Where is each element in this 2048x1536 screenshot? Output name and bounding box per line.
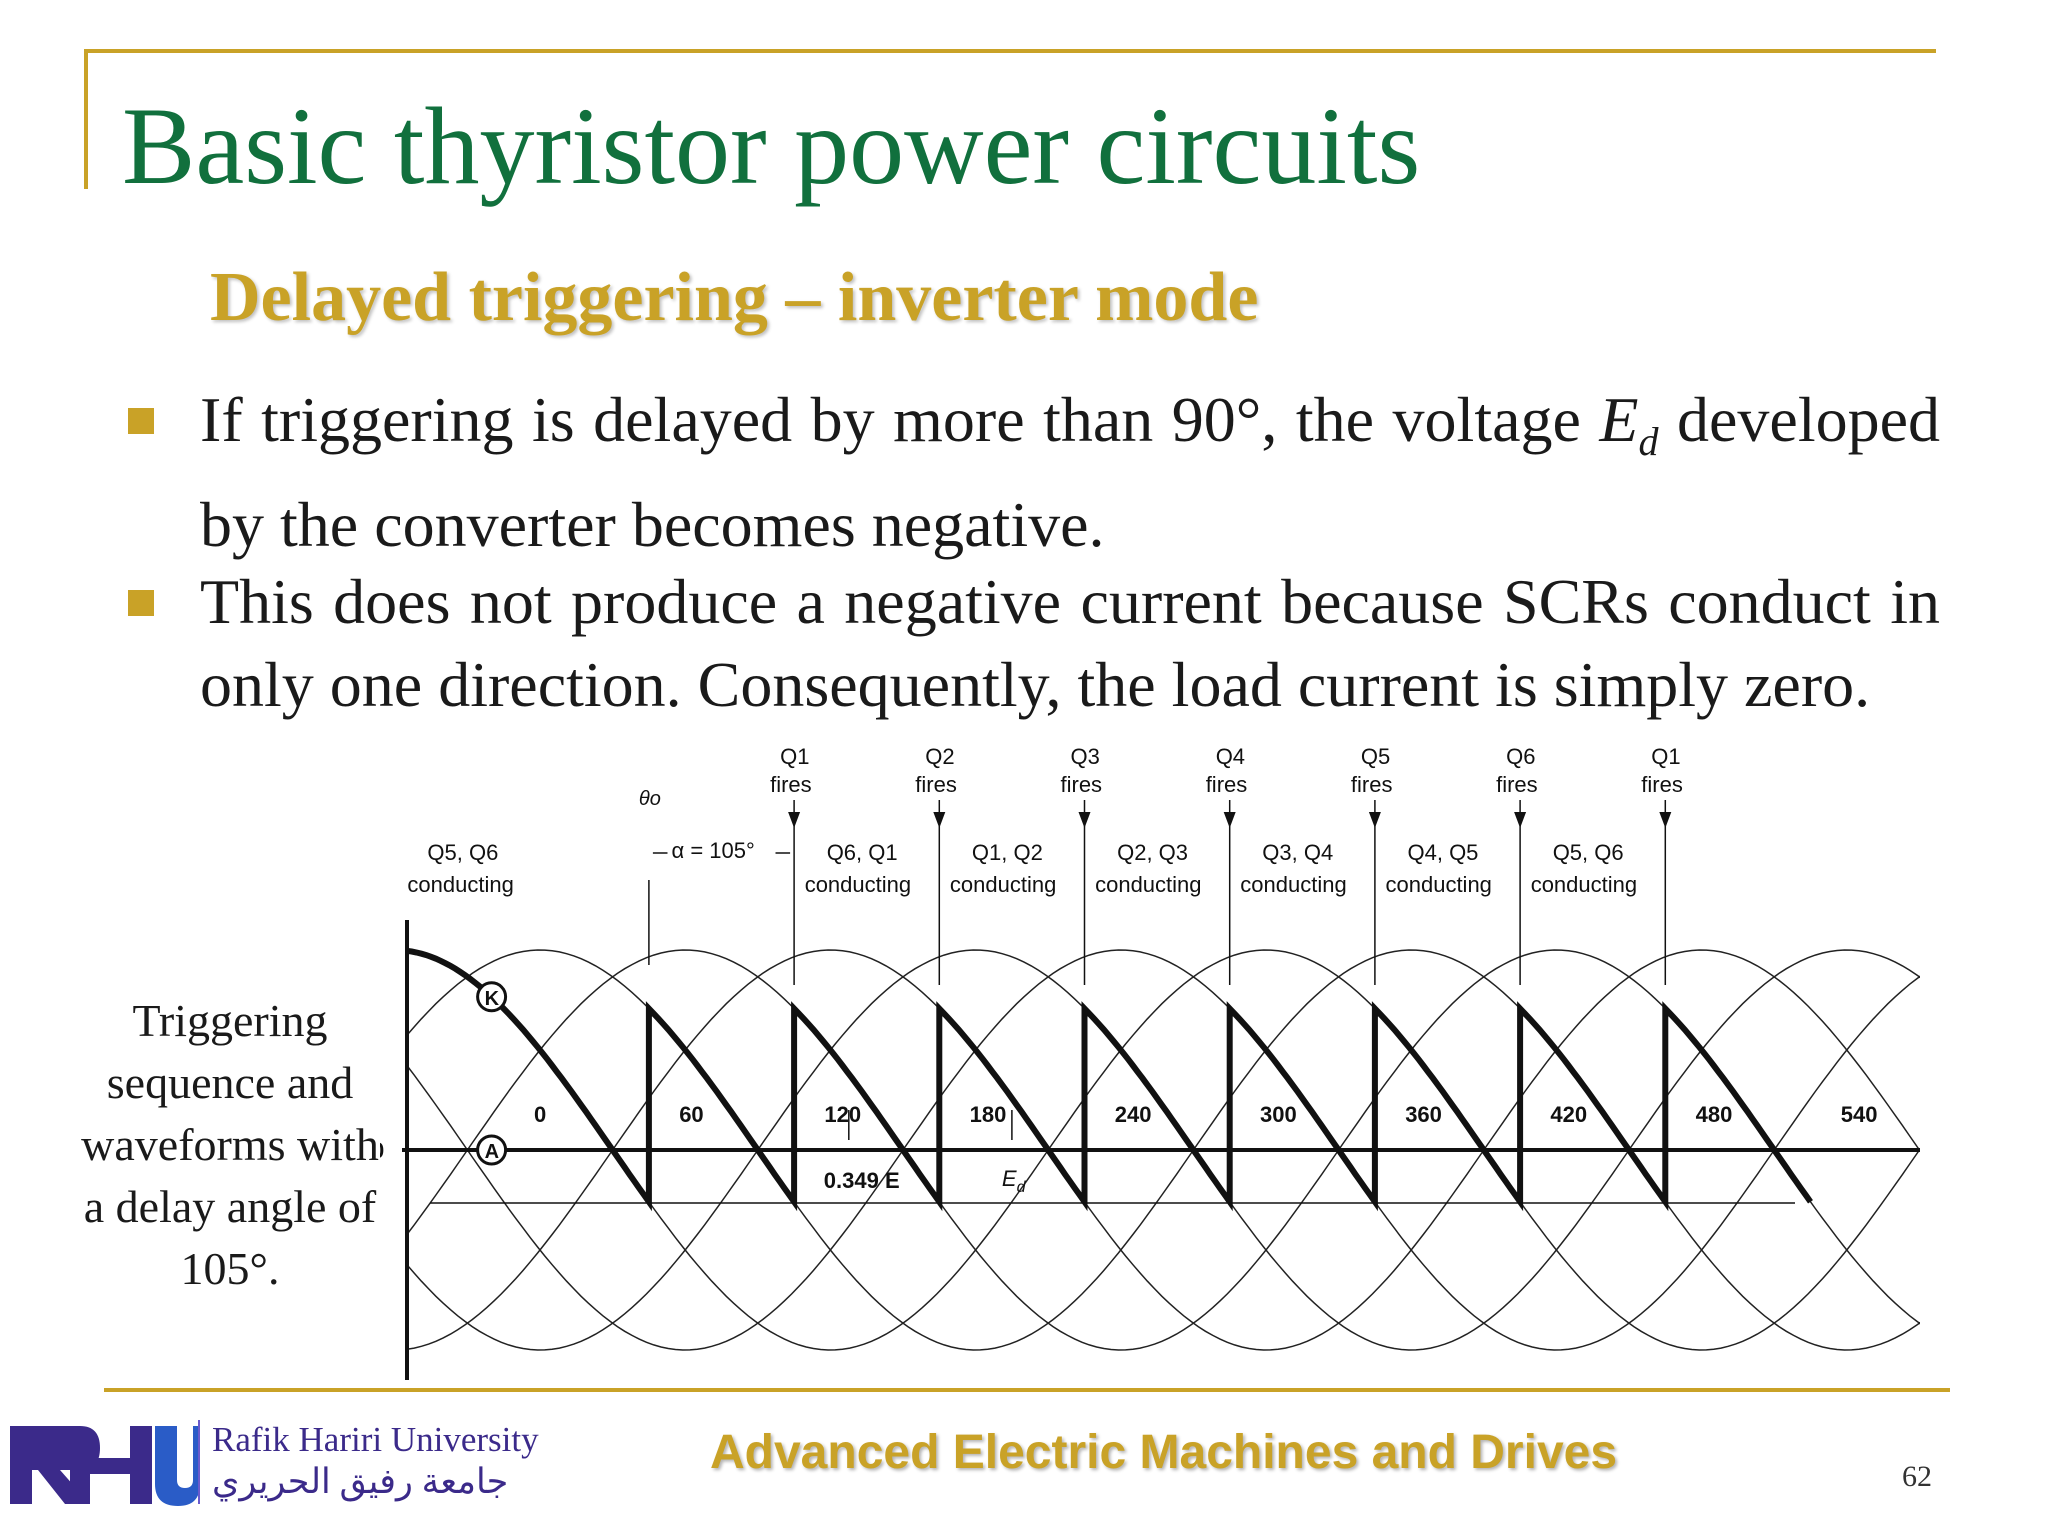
ed-value-label: 0.349 E (824, 1168, 900, 1193)
fire-arrow-icon (1078, 812, 1091, 828)
figure-caption: Triggering sequence and waveforms with a… (81, 995, 379, 1294)
fire-word-6: fires (1496, 772, 1538, 797)
fire-arrow-icon (1223, 812, 1236, 828)
conducting-word-4: conducting (1240, 872, 1346, 897)
conducting-pair-label-6: Q5, Q6 (1553, 840, 1624, 865)
ed-label: Ed (1002, 1166, 1027, 1196)
slide-subtitle: Delayed triggering – inverter mode (210, 259, 1259, 336)
fire-arrow-icon (788, 812, 801, 828)
slide-title: Basic thyristor power circuits (122, 85, 1421, 207)
angle-label-480: 480 (1696, 1102, 1733, 1127)
bullet-1: If triggering is delayed by more than 90… (200, 378, 1940, 566)
initial-conducting-word: conducting (407, 872, 513, 897)
point-k-marker (476, 981, 508, 1013)
footer-rule (104, 1388, 1950, 1392)
university-logo-icon (10, 1426, 200, 1506)
axes (402, 920, 1920, 1380)
frame-left-rule (84, 49, 88, 189)
conducting-word-2: conducting (950, 872, 1056, 897)
page-number: 62 (1902, 1460, 1932, 1493)
point-a-marker (476, 1134, 508, 1166)
angle-label-420: 420 (1550, 1102, 1587, 1127)
fire-q-label-3: Q3 (1071, 744, 1100, 769)
fire-q-label-6: Q6 (1506, 744, 1535, 769)
phase-wave-4 (406, 949, 1920, 1351)
conducting-pair-label-3: Q2, Q3 (1117, 840, 1188, 865)
phase-wave-1 (406, 949, 1920, 1351)
point-k-label: K (485, 988, 500, 1010)
university-name-arabic: جامعة رفيق الحريري (212, 1462, 509, 1501)
angle-label-0: 0 (534, 1102, 546, 1127)
conducting-pair-label-5: Q4, Q5 (1408, 840, 1479, 865)
bullet-1-text-after: developed by the converter becomes negat… (200, 384, 1941, 560)
phase-wave-6 (406, 949, 1920, 1351)
fire-arrow-icon (1659, 812, 1672, 828)
bullet-2: This does not produce a negative current… (200, 566, 1940, 720)
fire-word-1: fires (770, 772, 812, 797)
output-voltage-waveform (406, 947, 1813, 1212)
fire-word-7: fires (1641, 772, 1683, 797)
university-name-english: Rafik Hariri University (212, 1420, 539, 1459)
bullet-marker-icon (128, 590, 154, 616)
fire-q-label-5: Q5 (1361, 744, 1390, 769)
course-footer: Advanced Electric Machines and Drives (710, 1426, 1618, 1479)
angle-label-300: 300 (1260, 1102, 1297, 1127)
angle-label-180: 180 (970, 1102, 1007, 1127)
angle-label-360: 360 (1405, 1102, 1442, 1127)
fire-arrow-icon (933, 812, 946, 828)
diagram-labels: 0601201802403003604204805400KAθoQ1firesQ… (380, 744, 1878, 1196)
fire-word-3: fires (1061, 772, 1103, 797)
fire-q-label-4: Q4 (1216, 744, 1245, 769)
output-voltage-path (406, 947, 1813, 1212)
conducting-pair-label-4: Q3, Q4 (1262, 840, 1333, 865)
frame-top-rule (84, 49, 1936, 53)
ed-symbol: E (1599, 384, 1639, 455)
axis-zero-label: 0 (380, 1138, 384, 1163)
conducting-word-3: conducting (1095, 872, 1201, 897)
theta-label: θo (639, 788, 661, 810)
conducting-word-5: conducting (1386, 872, 1492, 897)
bullet-marker-icon (128, 408, 154, 434)
initial-conducting-pair: Q5, Q6 (427, 840, 498, 865)
fire-arrow-icon (1368, 812, 1381, 828)
alpha-label: α = 105° (672, 838, 755, 863)
conducting-word-1: conducting (805, 872, 911, 897)
angle-label-120: 120 (824, 1102, 861, 1127)
logo-divider (198, 1420, 200, 1504)
waveform-diagram: 0601201802403003604204805400KAθoQ1firesQ… (380, 744, 1920, 1380)
fire-word-5: fires (1351, 772, 1393, 797)
fire-word-4: fires (1206, 772, 1248, 797)
fire-arrow-icon (1514, 812, 1527, 828)
angle-label-240: 240 (1115, 1102, 1152, 1127)
angle-label-60: 60 (679, 1102, 703, 1127)
conducting-pair-label-1: Q6, Q1 (827, 840, 898, 865)
diagram-annotations (476, 800, 1672, 1166)
conducting-word-6: conducting (1531, 872, 1637, 897)
fire-word-2: fires (915, 772, 957, 797)
conducting-pair-label-2: Q1, Q2 (972, 840, 1043, 865)
fire-q-label-7: Q1 (1651, 744, 1680, 769)
point-a-label: A (485, 1141, 499, 1163)
alpha-label-bg (667, 838, 776, 864)
fire-q-label-1: Q1 (780, 744, 809, 769)
ed-symbol-subscript: d (1638, 418, 1659, 464)
fire-q-label-2: Q2 (925, 744, 954, 769)
angle-label-540: 540 (1841, 1102, 1878, 1127)
bullet-1-text-before: If triggering is delayed by more than 90… (200, 384, 1600, 455)
ed-label-subscript: d (1017, 1179, 1027, 1196)
